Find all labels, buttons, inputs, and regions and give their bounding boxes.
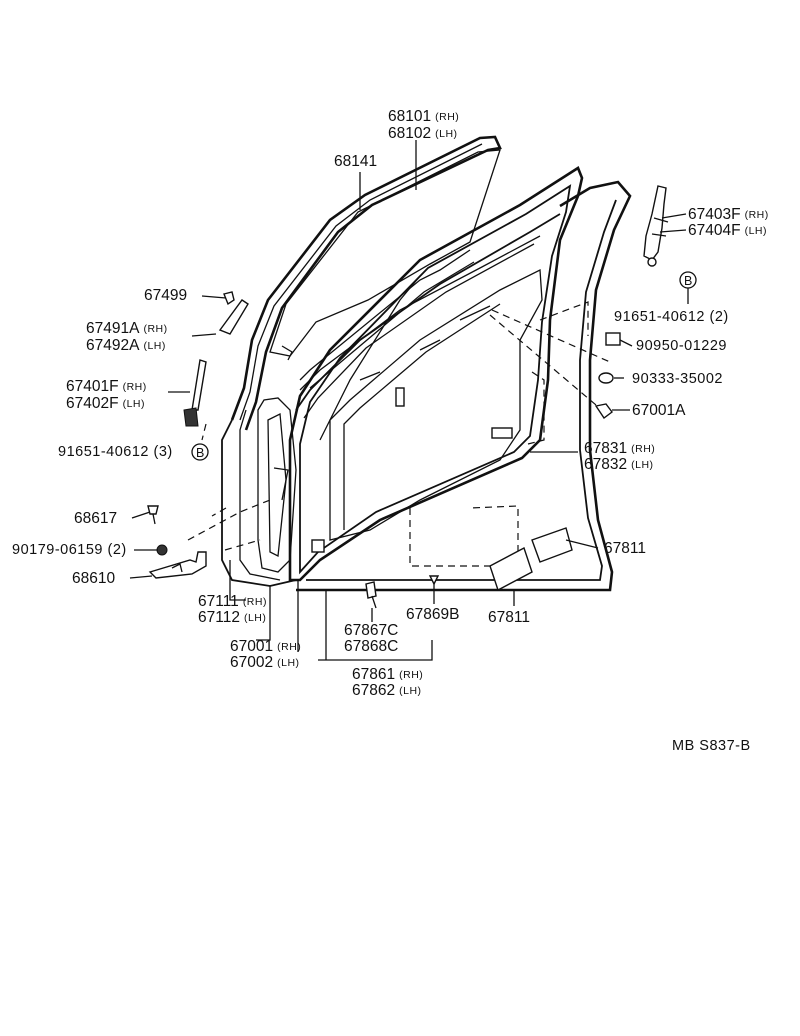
label-67499: 67499 — [144, 287, 188, 304]
label-68610: 68610 — [72, 570, 116, 587]
label-67861: 67861(RH) — [352, 666, 424, 683]
label-67404F: 67404F(LH) — [688, 222, 767, 239]
label-68617: 68617 — [74, 510, 118, 527]
label-68101: 68101(RH) — [388, 108, 460, 125]
label-67001A: 67001A — [632, 402, 686, 419]
label-67492A: 67492A(LH) — [86, 337, 166, 354]
leader-lines — [129, 140, 689, 661]
label-90950: 90950-01229 — [636, 338, 727, 354]
label-67862: 67862(LH) — [352, 682, 422, 699]
door-inner-panel — [311, 268, 543, 553]
label-67401F: 67401F(RH) — [66, 378, 147, 395]
label-67832: 67832(LH) — [584, 456, 654, 473]
glass-run-channel — [230, 135, 502, 431]
marker-b-right: B — [684, 274, 693, 288]
label-67868C: 67868C — [344, 638, 399, 655]
label-90333: 90333-35002 — [632, 371, 723, 387]
label-67002: 67002(LH) — [230, 654, 300, 671]
door-glass — [269, 149, 501, 361]
label-67869B: 67869B — [406, 606, 460, 623]
circle-b-markers — [191, 271, 697, 461]
label-67111: 67111(RH) — [198, 593, 267, 610]
diagram-code: MB S837-B — [672, 738, 751, 754]
window-regulator — [299, 249, 475, 441]
label-68141: 68141 — [334, 153, 378, 170]
label-67403F: 67403F(RH) — [688, 206, 769, 223]
label-67811-bottom: 67811 — [488, 609, 530, 626]
label-67491A: 67491A(RH) — [86, 320, 168, 337]
marker-b-left: B — [196, 446, 205, 460]
dashed-leaders — [187, 301, 611, 567]
label-67402F: 67402F(LH) — [66, 395, 145, 412]
door-outer-shell — [221, 213, 561, 587]
door-weatherstrip — [288, 166, 632, 592]
label-67867C: 67867C — [344, 622, 399, 639]
label-91651-right: 91651-40612 (2) — [614, 309, 729, 325]
label-68102: 68102(LH) — [388, 125, 458, 142]
small-parts — [147, 185, 669, 609]
label-67811-right: 67811 — [604, 540, 646, 557]
label-67112: 67112(LH) — [198, 609, 267, 626]
label-67001: 67001(RH) — [230, 638, 302, 655]
label-90179: 90179-06159 (2) — [12, 542, 127, 558]
label-91651-left: 91651-40612 (3) — [58, 444, 173, 460]
label-67831: 67831(RH) — [584, 440, 656, 457]
